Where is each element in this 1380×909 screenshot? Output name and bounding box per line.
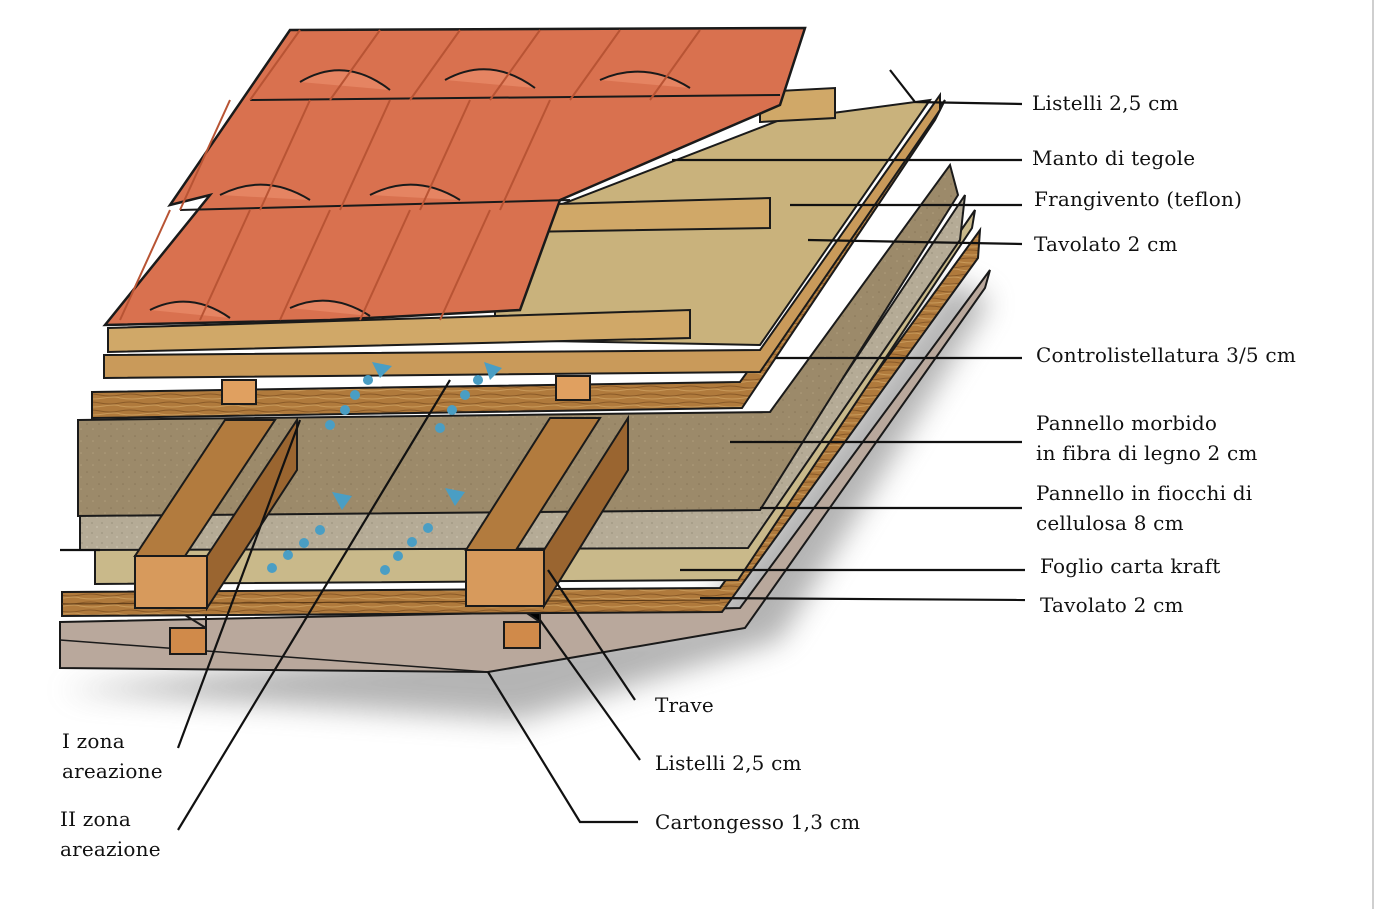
label-zona-1-line2: areazione xyxy=(62,759,163,783)
label-zona-1-line1: I zona xyxy=(62,729,125,753)
layer-listelli-top xyxy=(107,86,836,354)
layer-trave xyxy=(133,414,629,612)
leader-listelli-top xyxy=(889,69,1023,106)
label-zona-1: I zona areazione xyxy=(62,726,163,786)
leader-cartongesso xyxy=(487,671,638,824)
label-tavolato-top: Tavolato 2 cm xyxy=(1034,232,1178,256)
leader-listelli-bottom xyxy=(539,619,641,761)
leader-lines xyxy=(60,69,1026,831)
label-pannello-morbido-line1: Pannello morbido xyxy=(1036,411,1218,435)
label-listelli-bottom: Listelli 2,5 cm xyxy=(655,751,802,775)
label-zona-2: II zona areazione xyxy=(60,804,161,864)
label-foglio-kraft: Foglio carta kraft xyxy=(1040,554,1221,578)
label-pannello-morbido-line2: in fibra di legno 2 cm xyxy=(1036,441,1258,465)
air-flow-arrows xyxy=(267,362,502,575)
label-zona-2-line2: areazione xyxy=(60,837,161,861)
label-trave: Trave xyxy=(655,693,714,717)
label-pannello-fiocchi: Pannello in fiocchi di cellulosa 8 cm xyxy=(1036,478,1252,538)
leader-zona1 xyxy=(176,419,302,749)
leader-zona2 xyxy=(177,379,451,831)
label-listelli-top: Listelli 2,5 cm xyxy=(1032,91,1179,115)
label-pannello-fiocchi-line1: Pannello in fiocchi di xyxy=(1036,481,1253,505)
label-zona-2-line1: II zona xyxy=(60,807,131,831)
label-cartongesso: Cartongesso 1,3 cm xyxy=(655,810,861,834)
label-manto-tegole: Manto di tegole xyxy=(1032,146,1196,170)
leader-tavolato-top xyxy=(807,238,1023,246)
label-frangivento: Frangivento (teflon) xyxy=(1034,187,1243,211)
label-pannello-fiocchi-line2: cellulosa 8 cm xyxy=(1036,511,1184,535)
leader-trave xyxy=(547,569,636,701)
page-edge-line xyxy=(1372,0,1374,909)
layer-tavolato-top xyxy=(91,91,946,420)
layer-cartongesso xyxy=(59,269,991,674)
label-controlistellatura: Controlistellatura 3/5 cm xyxy=(1036,343,1296,367)
label-tavolato-bottom: Tavolato 2 cm xyxy=(1040,593,1184,617)
leader-tavolato-bottom xyxy=(699,596,1026,602)
label-pannello-morbido: Pannello morbido in fibra di legno 2 cm xyxy=(1036,408,1258,468)
layer-manto-tegole xyxy=(102,26,807,327)
